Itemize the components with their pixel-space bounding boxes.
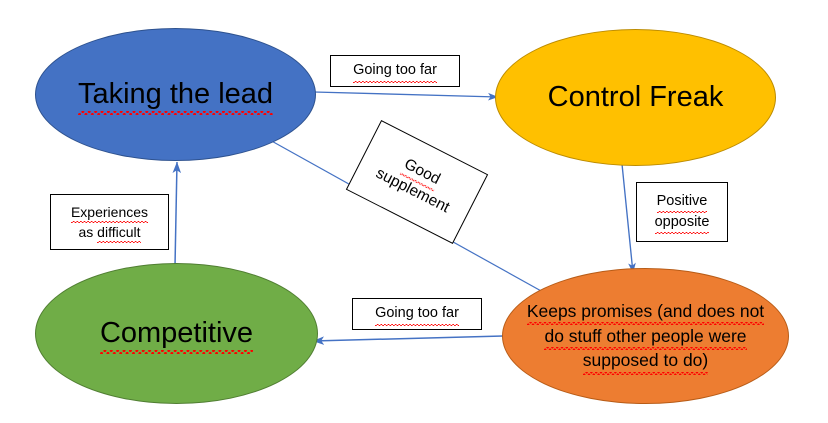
node-control-freak[interactable]: Control Freak <box>495 29 776 166</box>
callout-going-too-far-top[interactable]: Going too far <box>330 55 460 87</box>
node-keeps-promises-line-1: Keeps promises (and does not <box>526 299 765 326</box>
callout-going-too-far-bottom-label: Going too far <box>369 303 465 326</box>
connector-control-freak-to-keeps-promises <box>621 163 636 274</box>
callout-good-supplement-label: Good supplement <box>366 142 467 221</box>
callout-experiences-line-2-plain: as <box>78 224 98 240</box>
callout-experiences-as-difficult[interactable]: Experiences as difficult <box>50 194 169 250</box>
callout-going-too-far-top-text: Going too far <box>353 60 437 83</box>
node-keeps-promises-label: Keeps promises (and does not do stuff ot… <box>519 299 772 375</box>
callout-going-too-far-bottom-text: Going too far <box>375 303 459 326</box>
node-keeps-promises-line-3: supposed to do) <box>582 348 708 375</box>
callout-positive-opposite-line-1: Positive <box>656 191 707 214</box>
callout-positive-opposite[interactable]: Positive opposite <box>636 182 728 242</box>
connector-lead-to-control-freak <box>313 91 499 101</box>
node-competitive-text: Competitive <box>99 317 254 355</box>
node-control-freak-label: Control Freak <box>547 81 724 114</box>
node-competitive-label: Competitive <box>92 316 261 355</box>
node-keeps-promises-line-2: do stuff other people were <box>544 324 747 351</box>
node-taking-the-lead-text: Taking the lead <box>77 78 274 116</box>
callout-positive-opposite-label: Positive opposite <box>649 191 716 235</box>
node-taking-the-lead-label: Taking the lead <box>70 77 281 116</box>
callout-experiences-as-difficult-label: Experiences as difficult <box>65 202 154 245</box>
connector-keeps-promises-to-competitive <box>312 335 504 345</box>
callout-positive-opposite-line-2: opposite <box>654 212 709 235</box>
callout-going-too-far-bottom[interactable]: Going too far <box>352 298 482 330</box>
node-taking-the-lead[interactable]: Taking the lead <box>35 28 316 161</box>
callout-going-too-far-top-label: Going too far <box>347 60 443 83</box>
connector-competitive-to-lead <box>172 161 182 267</box>
callout-experiences-line-2-flagged: difficult <box>97 222 141 245</box>
node-keeps-promises[interactable]: Keeps promises (and does not do stuff ot… <box>502 268 789 404</box>
node-competitive[interactable]: Competitive <box>35 263 318 404</box>
callout-experiences-line-1: Experiences <box>70 202 149 224</box>
callout-good-supplement[interactable]: Good supplement <box>345 120 489 244</box>
